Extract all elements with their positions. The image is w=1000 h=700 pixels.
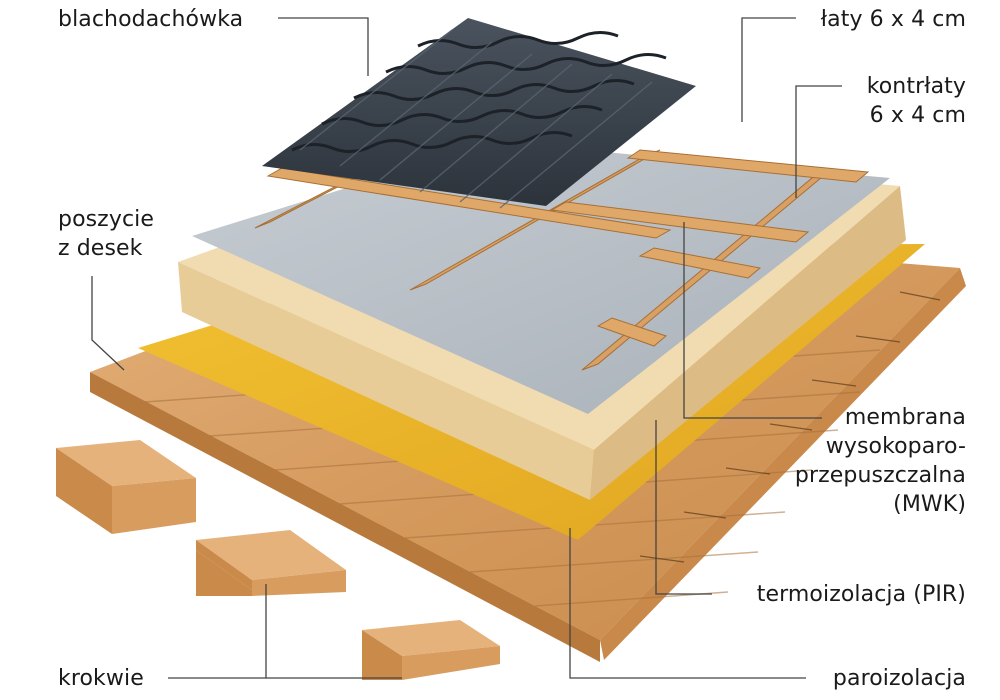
leader-krokwie [168,584,267,679]
metal-roof-tiles [262,18,696,209]
rafters [56,440,500,680]
label-poszycie: poszycie z desek [58,205,154,263]
label-line: z desek [58,236,143,261]
leader-poszycie [91,276,125,371]
label-line: paroizolacja [832,666,966,691]
leader-laty [741,17,796,122]
label-termoizolacja: termoizolacja (PIR) [757,580,966,609]
label-laty: łaty 6 x 4 cm [821,5,966,34]
label-line: krokwie [58,666,144,691]
label-blachodachowka: blachodachówka [58,5,243,34]
label-line: przepuszczalna [794,463,966,488]
label-line: termoizolacja (PIR) [756,582,966,607]
leader-paroizolacja [569,528,806,679]
leader-membrana [683,222,822,419]
label-krokwie: krokwie [58,664,144,693]
rafter-3 [362,620,500,680]
leader-kontrlaty [795,85,842,198]
label-membrana: membrana wysokoparo- przepuszczalna (MWK… [795,403,966,519]
leader-lines [91,17,842,679]
label-line: wysokoparo- [825,434,966,459]
label-line: łaty 6 x 4 cm [820,7,966,32]
label-line: kontrłaty [866,74,966,99]
leader-termoizolacja [655,420,712,595]
leader-blachodachowka [278,17,369,76]
label-line: poszycie [58,207,154,232]
battens [266,149,870,347]
breathable-membrane-layer [192,142,890,414]
rafter-1 [56,440,196,534]
label-line: (MWK) [893,492,966,517]
label-kontrlaty: kontrłaty 6 x 4 cm [867,72,966,130]
rafter-2 [196,530,346,596]
label-paroizolacja: paroizolacja [833,664,966,693]
label-line: 6 x 4 cm [869,103,966,128]
label-line: blachodachówka [58,7,244,32]
label-line: membrana [844,405,966,430]
